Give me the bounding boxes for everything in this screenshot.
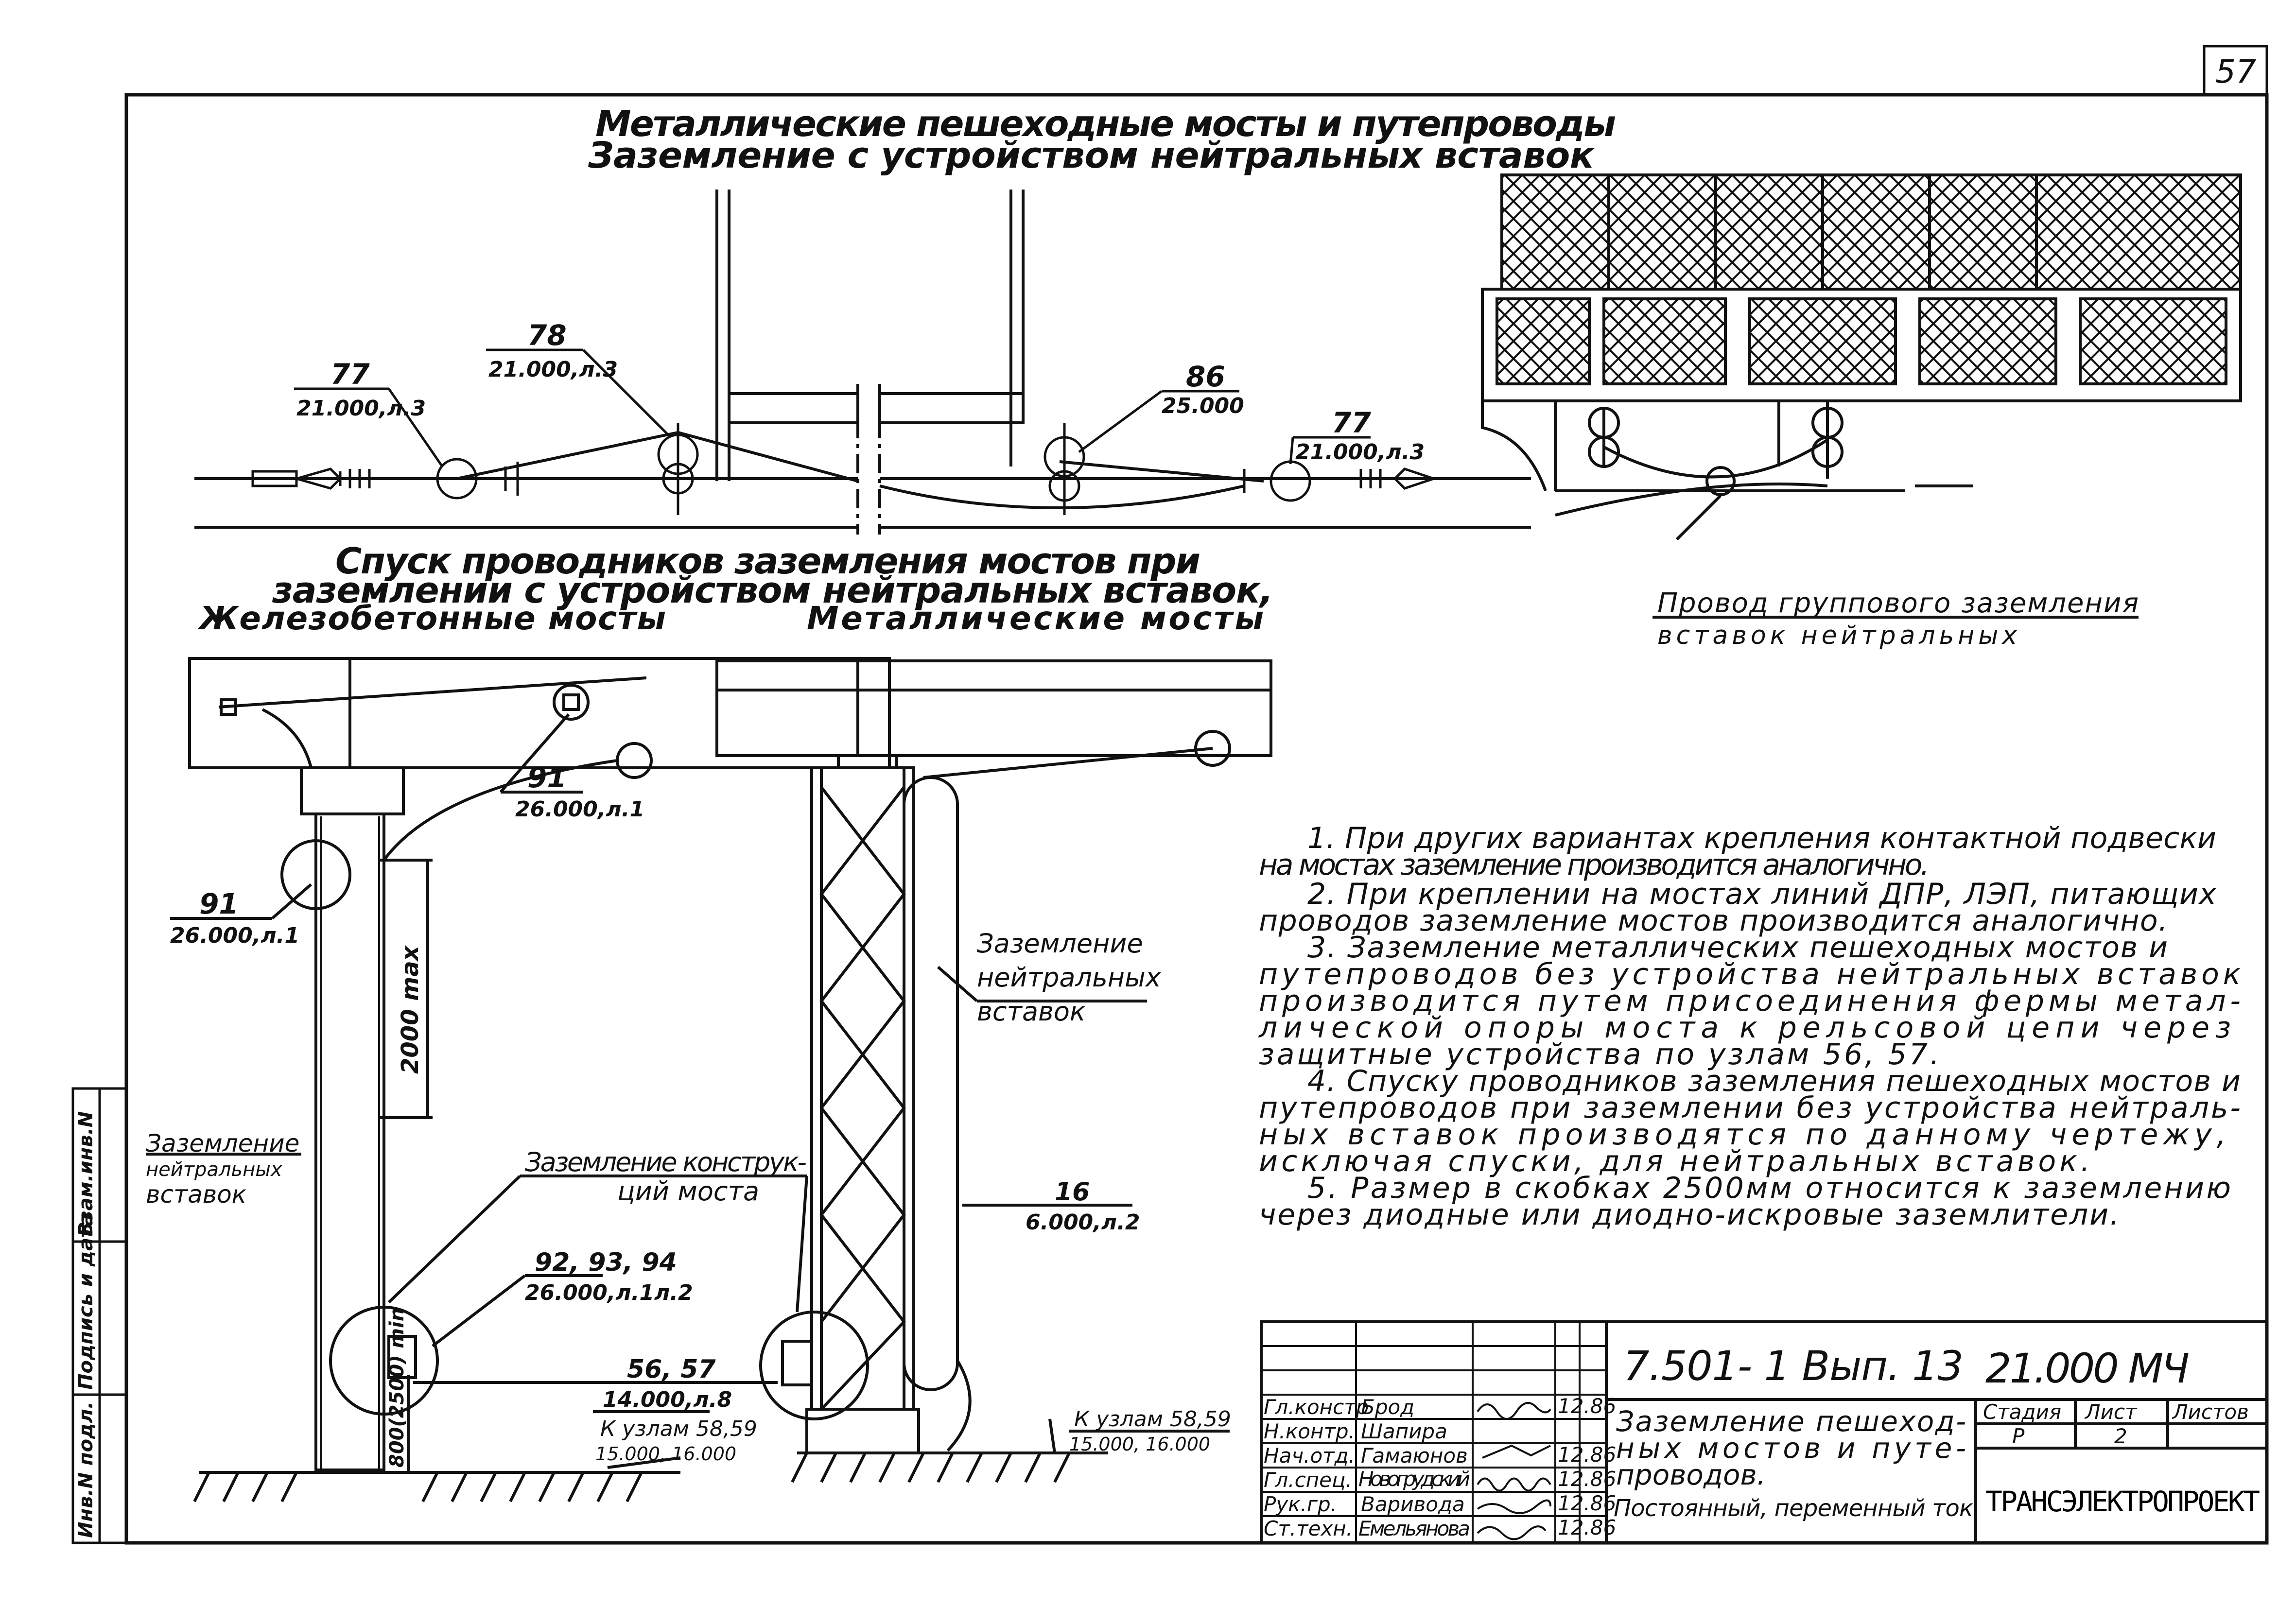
side-strip-replace: Взам.инв.N — [75, 1111, 97, 1237]
catenary-elevation — [194, 190, 1531, 535]
callout-lines-top — [294, 348, 1371, 467]
metal-bridge-view — [715, 659, 1272, 1483]
sheet-frame — [124, 45, 2269, 1545]
sig-role: Нач.отд. — [1264, 1444, 1355, 1468]
note-line: производится путем присоединения фермы м… — [1259, 984, 2241, 1018]
group-wire-label-1: Провод группового заземления — [1657, 588, 2139, 619]
callout-92-num: 92, 93, 94 — [535, 1248, 677, 1277]
side-strip-sign: Подпись и дата — [75, 1213, 97, 1390]
title-block-name-2: ных мостов и путе- — [1616, 1432, 1966, 1465]
notes-block: 1. При других вариантах крепления контак… — [1258, 821, 2241, 1232]
note-line: ных вставок производятся по данному черт… — [1259, 1118, 2226, 1152]
title-block-code: 7.501- 1 Вып. 13 — [1623, 1342, 1964, 1390]
ground-neutral-left-2: нейтральных — [146, 1158, 282, 1181]
main-title-line2: Заземление с устройством нейтральных вст… — [588, 135, 1595, 176]
main-title-line1: Металлические пешеходные мосты и путепро… — [595, 103, 1616, 145]
callout-16-num: 16 — [1055, 1177, 1090, 1207]
title-block-name-3: проводов. — [1616, 1458, 1766, 1491]
sig-date: 12.86 — [1558, 1516, 1616, 1539]
note-line: на мостах заземление производится аналог… — [1259, 848, 1930, 882]
subtitle-line2: заземлении с устройством нейтральных вст… — [272, 570, 1273, 611]
ground-neutral-mid-3: вставок — [977, 996, 1086, 1027]
signature-scribbles — [1477, 1402, 1551, 1540]
sheets-label: Листов — [2172, 1400, 2249, 1424]
sig-name: Емельянова — [1358, 1517, 1470, 1540]
callout-86-num: 86 — [1186, 360, 1225, 393]
title-block-grid — [1260, 1320, 2268, 1544]
title-block-name-4: Постоянный, переменный ток — [1614, 1495, 1973, 1522]
ground-structure-2: ций моста — [617, 1176, 759, 1207]
to-node-right-2: 15.000, 16.000 — [1069, 1434, 1210, 1455]
to-node-right-1: К узлам 58,59 — [1074, 1407, 1231, 1432]
callout-91-top-ref: 26.000,л.1 — [515, 797, 644, 822]
to-node-left-2: 15.000, 16.000 — [595, 1443, 736, 1465]
ground-structure-1: Заземление конструк- — [525, 1147, 807, 1177]
title-block-name-1: Заземление пешеход- — [1616, 1405, 1966, 1438]
callout-56-ref: 14.000,л.8 — [603, 1387, 732, 1412]
callout-77-right-num: 77 — [1332, 406, 1371, 439]
callout-78-ref: 21.000,л.3 — [488, 357, 618, 382]
sig-name: Брод — [1361, 1395, 1414, 1419]
callout-16-ref: 6.000,л.2 — [1026, 1210, 1140, 1235]
sig-date: 12.86 — [1558, 1443, 1616, 1467]
callout-91-left-num: 91 — [199, 887, 239, 920]
sheet-number: 57 — [2215, 53, 2256, 90]
ground-neutral-mid-1: Заземление — [977, 928, 1143, 959]
bridge-section-view — [1481, 173, 2242, 619]
sheet-value: 2 — [2114, 1424, 2127, 1448]
note-line: защитные устройства по узлам 56, 57. — [1259, 1037, 1939, 1071]
subtitle-line1: Спуск проводников заземления мостов при — [335, 540, 1200, 582]
ground-neutral-left-3: вставок — [146, 1180, 246, 1209]
callout-77-left-ref: 21.000,л.3 — [296, 396, 426, 421]
sig-name: Гамаюнов — [1361, 1444, 1468, 1468]
callout-78-num: 78 — [527, 319, 567, 352]
subtitle-left: Железобетонные мосты — [197, 600, 666, 637]
sig-name: Шапира — [1361, 1419, 1447, 1443]
note-line: путепроводов при заземлении без устройст… — [1259, 1091, 2241, 1125]
stage-label: Стадия — [1983, 1400, 2061, 1424]
sheet-label: Лист — [2084, 1400, 2138, 1424]
callout-91-top-num: 91 — [527, 761, 567, 794]
insulator-groups — [251, 423, 1438, 515]
sig-role: Н.контр. — [1264, 1419, 1355, 1443]
sig-role: Гл.констр — [1264, 1395, 1369, 1419]
sig-role: Рук.гр. — [1264, 1492, 1337, 1516]
ground-neutral-left-1: Заземление — [146, 1129, 299, 1158]
note-line: проводов заземление мостов производится … — [1259, 904, 2168, 938]
sig-name: Новогрудский — [1358, 1467, 1470, 1491]
sig-date: 12.86 — [1558, 1394, 1616, 1418]
note-line: 1. При других вариантах крепления контак… — [1307, 821, 2216, 855]
group-wire-label-2: вставок нейтральных — [1657, 621, 2018, 650]
to-node-left-1: К узлам 58,59 — [600, 1417, 757, 1441]
concrete-bridge-view — [146, 657, 891, 1503]
sig-date: 12.86 — [1558, 1467, 1616, 1491]
stage-value: Р — [2012, 1424, 2025, 1448]
subtitle-right: Металлические мосты — [807, 600, 1264, 637]
sig-role: Гл.спец. — [1264, 1468, 1352, 1492]
note-line: 4. Спуску проводников заземления пешеход… — [1307, 1064, 2241, 1098]
title-block-doc: 21.000 МЧ — [1985, 1345, 2190, 1392]
dimension-800: 800(2500) min — [386, 1308, 408, 1468]
note-line: путепроводов без устройства нейтральных … — [1259, 957, 2241, 991]
signature-table: Гл.констр Брод 12.86 Н.контр. Шапира Нач… — [1264, 1394, 1616, 1540]
callout-77-right-ref: 21.000,л.3 — [1295, 440, 1425, 465]
callout-56-num: 56, 57 — [627, 1355, 716, 1384]
callout-91-left-ref: 26.000,л.1 — [170, 923, 299, 948]
ground-neutral-mid-2: нейтральных — [977, 962, 1162, 993]
callout-92-ref: 26.000,л.1л.2 — [525, 1280, 693, 1305]
side-strip — [71, 1087, 128, 1544]
side-strip-inv: Инв.N подл. — [75, 1401, 97, 1538]
sig-date: 12.86 — [1558, 1491, 1616, 1515]
sig-name: Варивода — [1361, 1492, 1465, 1516]
callout-77-left-num: 77 — [330, 358, 370, 391]
sig-role: Ст.техн. — [1264, 1517, 1353, 1540]
organization: ТРАНСЭЛЕКТРОПРОЕКТ — [1985, 1485, 2260, 1518]
note-line: 2. При креплении на мостах линий ДПР, ЛЭ… — [1307, 877, 2216, 911]
dimension-2000: 2000 max — [397, 945, 424, 1074]
callout-86-ref: 25.000 — [1162, 394, 1244, 418]
note-line: через диодные или диодно-искровые заземл… — [1259, 1198, 2119, 1232]
note-line: исключая спуски, для нейтральных вставок… — [1259, 1144, 2090, 1178]
